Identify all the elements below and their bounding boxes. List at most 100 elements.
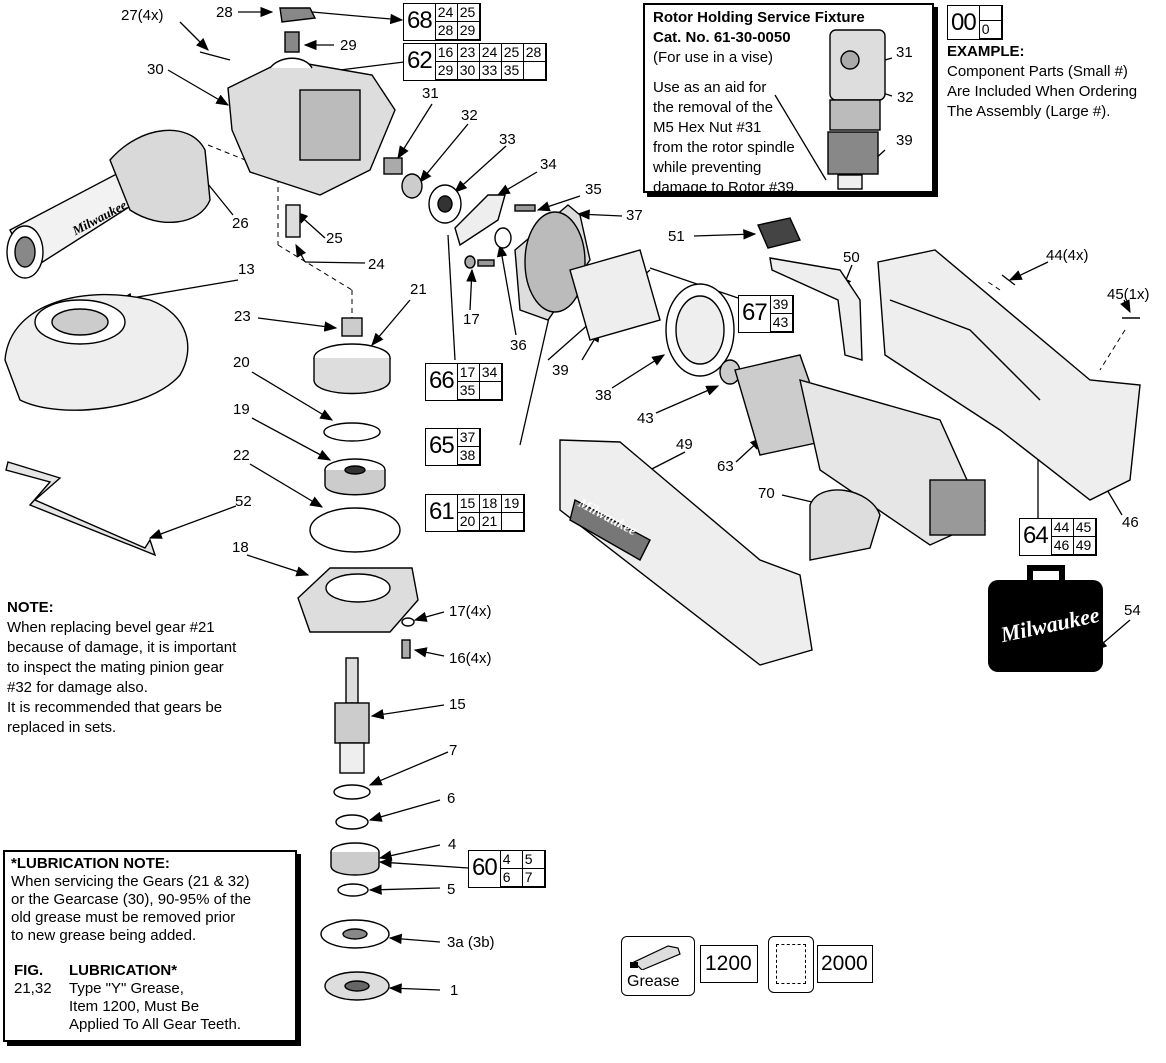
legend-item-2000-text: 2000	[821, 952, 868, 975]
gear-note: NOTE: When replacing bevel gear #21 beca…	[7, 598, 287, 738]
lubrication-title: *LUBRICATION NOTE:	[11, 855, 170, 872]
assembly-cell: 39	[770, 296, 793, 314]
callout-22: 22	[233, 447, 250, 464]
rotor-fixture-catno: Cat. No. 61-30-0050	[653, 29, 791, 46]
legend-blank-icon-box	[768, 936, 814, 993]
callout-32: 32	[461, 107, 478, 124]
assembly-cell: 46	[1051, 537, 1074, 555]
example-text: EXAMPLE: Component Parts (Small #) Are I…	[947, 42, 1162, 122]
gear-note-title: NOTE:	[7, 599, 54, 616]
callout-31: 31	[422, 85, 439, 102]
assembly-cell: 19	[501, 495, 524, 513]
callout-27: 27(4x)	[121, 7, 164, 24]
callout-17: 17	[463, 311, 480, 328]
assembly-62: 62 16 23 24 25 28 29 30 33 35	[403, 43, 547, 81]
gear-note-line: When replacing bevel gear #21	[7, 619, 215, 636]
rotor-fixture-line: from the rotor spindle	[653, 139, 795, 156]
assembly-cell: 44	[1051, 519, 1074, 537]
assembly-cell: 37	[457, 429, 480, 447]
motor-section	[514, 204, 986, 546]
callout-36: 36	[510, 337, 527, 354]
assembly-64: 64 44 45 46 49	[1019, 518, 1097, 556]
example-small: 0	[979, 21, 1002, 39]
assembly-cell: 35	[457, 382, 480, 400]
assembly-66: 66 17 34 35	[425, 363, 503, 401]
callout-44-4x: 44(4x)	[1046, 247, 1089, 264]
assembly-cell: 38	[457, 447, 480, 465]
callout-4: 4	[448, 836, 457, 853]
guard-13	[4, 293, 189, 411]
assembly-cell: 29	[435, 62, 458, 80]
lubrication-fig-value: 21,32	[14, 980, 52, 997]
grease-label: Grease	[627, 973, 680, 990]
assembly-cell: 29	[457, 22, 480, 40]
assembly-cell: 24	[479, 44, 502, 62]
gear-note-line: It is recommended that gears be	[7, 699, 223, 716]
assembly-67: 67 39 43	[738, 295, 794, 333]
lubrication-line: When servicing the Gears (21 & 32)	[11, 873, 250, 890]
assembly-cell: 16	[435, 44, 458, 62]
gear-note-line: because of damage, it is important	[7, 639, 237, 656]
assembly-cell: 21	[479, 513, 502, 531]
assembly-cell: 15	[457, 495, 480, 513]
rotor-callout-39: 39	[896, 132, 913, 149]
grease-icon-box: Grease	[621, 936, 695, 996]
callout-15: 15	[449, 696, 466, 713]
assembly-60: 60 4 5 6 7	[468, 850, 546, 888]
callout-5: 5	[447, 881, 456, 898]
assembly-68: 68 24 25 28 29	[403, 3, 481, 41]
callout-29: 29	[340, 37, 357, 54]
kit-case-54	[988, 565, 1103, 672]
assembly-cell: 18	[479, 495, 502, 513]
callout-28: 28	[216, 4, 233, 21]
callout-39: 39	[552, 362, 569, 379]
assembly-cell	[501, 513, 524, 531]
lubrication-type-heading: LUBRICATION*	[69, 962, 178, 979]
callout-54: 54	[1124, 602, 1141, 619]
legend-item-1200-text: 1200	[705, 952, 752, 975]
callout-13: 13	[238, 261, 255, 278]
lubrication-line: to new grease being added.	[11, 927, 197, 944]
assembly-cell: 17	[457, 364, 480, 382]
gear-note-line: to inspect the mating pinion gear	[7, 659, 224, 676]
rotor-fixture-title: Rotor Holding Service Fixture	[653, 9, 865, 26]
assembly-cell: 28	[435, 22, 458, 40]
grease-tube-icon	[630, 945, 681, 970]
assembly-61: 61 15 18 19 20 21	[425, 494, 525, 532]
rotor-fixture-illustration	[827, 29, 886, 190]
callout-26: 26	[232, 215, 249, 232]
gear-note-line: replaced in sets.	[7, 719, 117, 736]
callout-33: 33	[499, 131, 516, 148]
callout-63: 63	[717, 458, 734, 475]
assembly-cell	[523, 62, 546, 80]
assembly-cell: 28	[523, 44, 546, 62]
lubrication-type-line: Item 1200, Must Be	[69, 998, 200, 1015]
callout-45-1x: 45(1x)	[1107, 286, 1150, 303]
callout-30: 30	[147, 61, 164, 78]
assembly-cell: 49	[1073, 537, 1096, 555]
callout-1: 1	[450, 982, 459, 999]
callout-17-4x: 17(4x)	[449, 603, 492, 620]
lubrication-fig-heading: FIG.	[14, 962, 44, 979]
assembly-cell: 23	[457, 44, 480, 62]
example-line: Component Parts (Small #)	[947, 63, 1128, 80]
callout-6: 6	[447, 790, 456, 807]
lubrication-line: old grease must be removed prior	[11, 909, 236, 926]
callout-37: 37	[626, 207, 643, 224]
example-key: 00 0	[947, 5, 1003, 40]
callout-35: 35	[585, 181, 602, 198]
callout-20: 20	[233, 354, 250, 371]
example-line: Are Included When Ordering	[947, 83, 1138, 100]
legend-item-1200: 1200	[700, 945, 758, 983]
callout-18: 18	[232, 539, 249, 556]
assembly-cell: 34	[479, 364, 502, 382]
callout-49: 49	[676, 436, 693, 453]
small-parts-right	[757, 217, 1140, 561]
callout-46: 46	[1122, 514, 1139, 531]
callout-19: 19	[233, 401, 250, 418]
callout-38: 38	[595, 387, 612, 404]
rotor-fixture-line: the removal of the	[653, 99, 774, 116]
example-title: EXAMPLE:	[947, 43, 1025, 60]
